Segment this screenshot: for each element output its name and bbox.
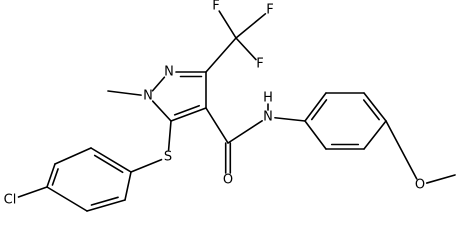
- single-bond: [218, 10, 237, 39]
- bond-layer: [17, 10, 456, 212]
- double-bond-inner-line: [93, 154, 124, 174]
- single-bond: [227, 120, 263, 144]
- single-bond: [304, 120, 327, 150]
- atom-label-f2: F: [266, 3, 273, 18]
- atom-label-cl: Cl: [4, 193, 17, 208]
- atom-label-f1: F: [212, 0, 219, 14]
- atom-label-o1: O: [223, 173, 233, 188]
- single-bond: [107, 90, 142, 96]
- single-bond: [235, 13, 267, 39]
- single-bond: [425, 174, 456, 184]
- atom-label-h: H: [263, 91, 273, 106]
- aromatic-bond: [304, 92, 327, 122]
- double-bond-inner-line: [362, 99, 380, 121]
- single-bond: [363, 120, 387, 150]
- double-bond-inner-line: [310, 99, 328, 121]
- single-bond: [385, 120, 418, 180]
- single-bond: [54, 147, 92, 165]
- single-bond: [167, 120, 172, 151]
- atom-label-n1: N: [143, 89, 153, 104]
- aromatic-bond: [363, 92, 387, 122]
- single-bond: [205, 37, 237, 73]
- aromatic-bond: [86, 199, 126, 212]
- double-bond-inner-line: [90, 196, 119, 206]
- atom-label-n2: N: [164, 65, 174, 80]
- double-bond-inner-line: [173, 104, 200, 116]
- single-bond: [151, 100, 172, 122]
- double-bond-inner-line: [51, 168, 59, 186]
- single-bond: [274, 116, 306, 122]
- single-bond: [235, 37, 257, 61]
- atom-label-f3: F: [256, 57, 263, 72]
- atom-label-s: S: [164, 150, 172, 165]
- aromatic-bond: [46, 163, 56, 188]
- aromatic-bond: [90, 147, 132, 173]
- single-bond: [46, 186, 88, 212]
- single-bond: [151, 76, 166, 92]
- single-bond: [17, 186, 48, 198]
- atom-label-o2: O: [415, 178, 425, 193]
- atom-label-nh: N: [263, 110, 273, 125]
- single-bond: [130, 158, 163, 173]
- single-bond: [124, 171, 132, 201]
- single-bond: [205, 107, 229, 144]
- aromatic-bond: [170, 107, 207, 122]
